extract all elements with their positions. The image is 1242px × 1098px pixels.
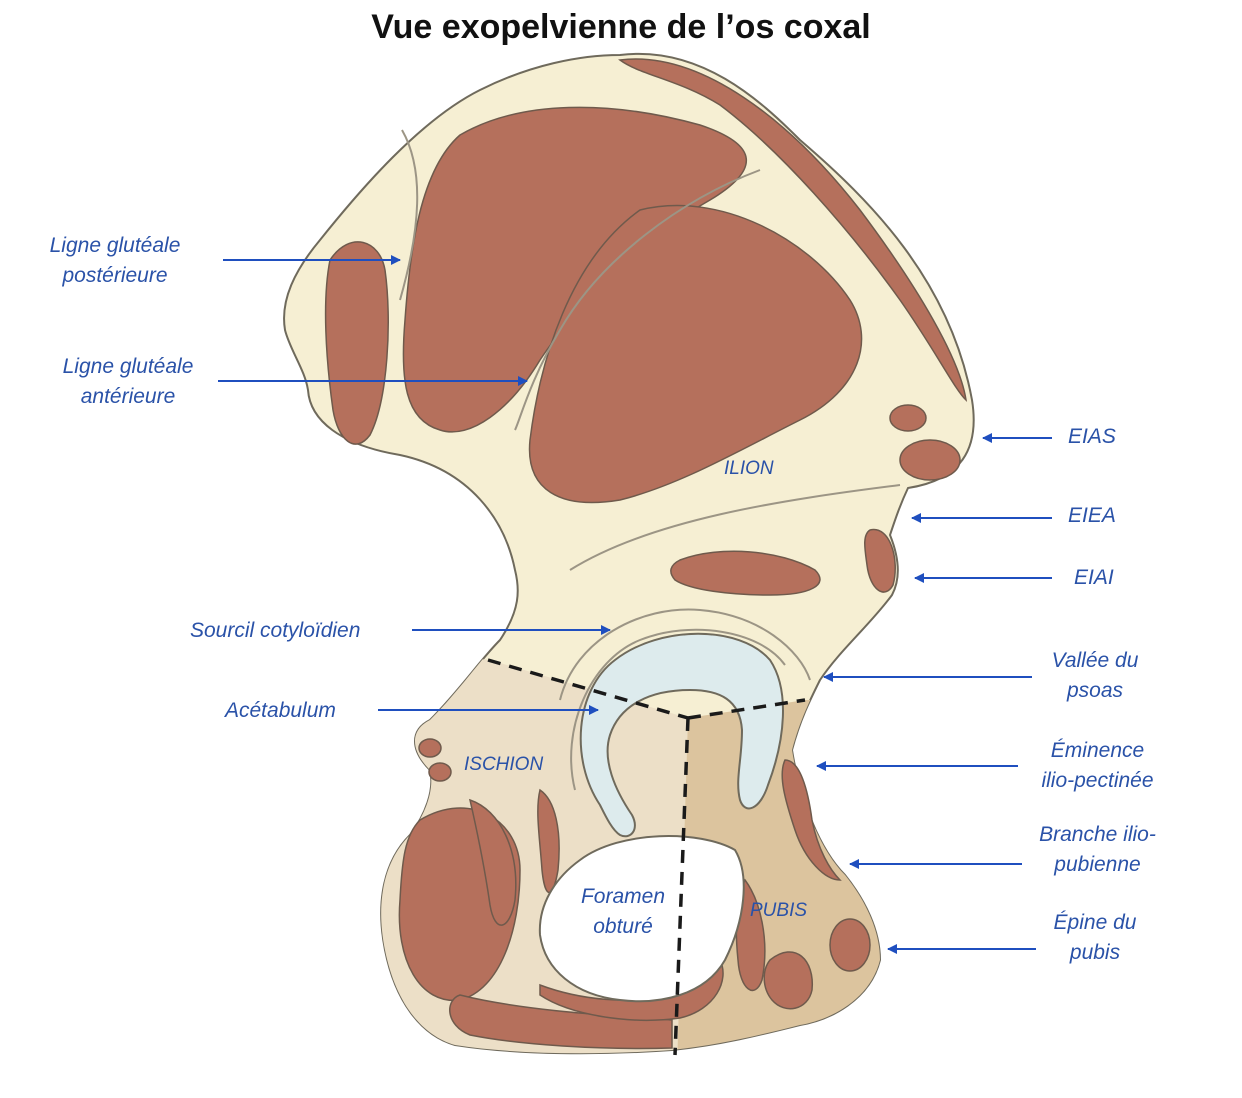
muscle-iliac-crest (618, 58, 968, 402)
muscle-adductor-longus (829, 918, 871, 972)
inferior-gluteal-line (569, 484, 901, 571)
label-vallee-line1: Vallée du (1051, 649, 1139, 672)
label-branche-line1: Branche ilio- (1039, 823, 1156, 846)
ilium-pubis-boundary (687, 698, 806, 720)
pointer-arrows (218, 255, 1052, 954)
label-ligne-post-line2: postérieure (62, 264, 168, 287)
ischium-pubis-boundary (673, 717, 690, 1056)
obturator-foramen-shape (538, 835, 745, 1003)
label-epine-line1: Épine du (1053, 911, 1137, 934)
muscle-reflected-head (670, 550, 821, 596)
label-epine-du-pubis: Épine du pubis (1030, 908, 1160, 968)
muscle-sartorius-origin (889, 404, 927, 432)
muscle-insertions (324, 58, 968, 1050)
muscle-rectus-femoris (864, 528, 896, 593)
label-vallee-du-psoas: Vallée du psoas (1030, 646, 1160, 706)
label-sourcil-cotyloidien: Sourcil cotyloïdien (190, 619, 361, 642)
label-ligne-ant-line1: Ligne glutéale (62, 355, 194, 378)
region-ilion: ILION (724, 458, 774, 479)
label-eias: EIAS (1068, 425, 1116, 448)
diagram-title: Vue exopelvienne de l’os coxal (371, 8, 871, 46)
foramen-line1: Foramen (580, 885, 666, 908)
acetabular-rim-inner (570, 628, 786, 791)
label-ligne-ant-line2: antérieure (80, 385, 176, 408)
label-branche-line2: pubienne (1054, 853, 1141, 876)
posterior-gluteal-line (399, 129, 419, 301)
label-ligne-post-line1: Ligne glutéale (49, 234, 181, 257)
label-ligne-glutéale-anterieure: Ligne glutéale antérieure (48, 352, 208, 412)
anterior-gluteal-line (514, 169, 761, 431)
region-ischion: ISCHION (464, 754, 544, 775)
muscle-gemellus-inferior (428, 762, 452, 782)
label-vallee-line2: psoas (1066, 679, 1124, 702)
label-acetabulum: Acétabulum (225, 699, 336, 722)
label-eminence-line1: Éminence (1050, 739, 1145, 762)
label-epine-line2: pubis (1069, 941, 1121, 964)
label-ligne-glutéale-posterieure: Ligne glutéale postérieure (40, 231, 190, 291)
region-pubis: PUBIS (750, 900, 808, 921)
obturator-foramen (538, 835, 745, 1003)
muscle-semimembranosus (468, 798, 517, 926)
muscle-adductor-magnus (449, 994, 673, 1050)
dividing-lines (487, 658, 806, 1056)
muscle-gluteus-maximus (324, 241, 389, 445)
muscle-gracilis (763, 951, 813, 1010)
lunate-surface (579, 632, 784, 838)
label-eminence-line2: ilio-pectinée (1041, 769, 1154, 792)
acetabular-rim (559, 608, 811, 701)
muscle-tensor-origin (899, 439, 961, 481)
muscle-gemellus-superior (418, 738, 442, 758)
label-eiea: EIEA (1068, 504, 1116, 527)
label-eiai: EIAI (1074, 566, 1114, 589)
label-eminence-ilio-pectinee: Éminence ilio-pectinée (1020, 736, 1175, 796)
ilium-ischium-boundary (487, 658, 689, 720)
region-foramen-obture: Foramen obturé (560, 882, 686, 942)
muscle-gluteus-minimus (528, 204, 863, 504)
bone-lines (399, 129, 901, 791)
label-branche-ilio-pubienne: Branche ilio- pubienne (1020, 820, 1175, 880)
muscle-pectineus (781, 759, 842, 881)
foramen-line2: obturé (593, 915, 653, 938)
acetabulum-shape (579, 632, 784, 838)
